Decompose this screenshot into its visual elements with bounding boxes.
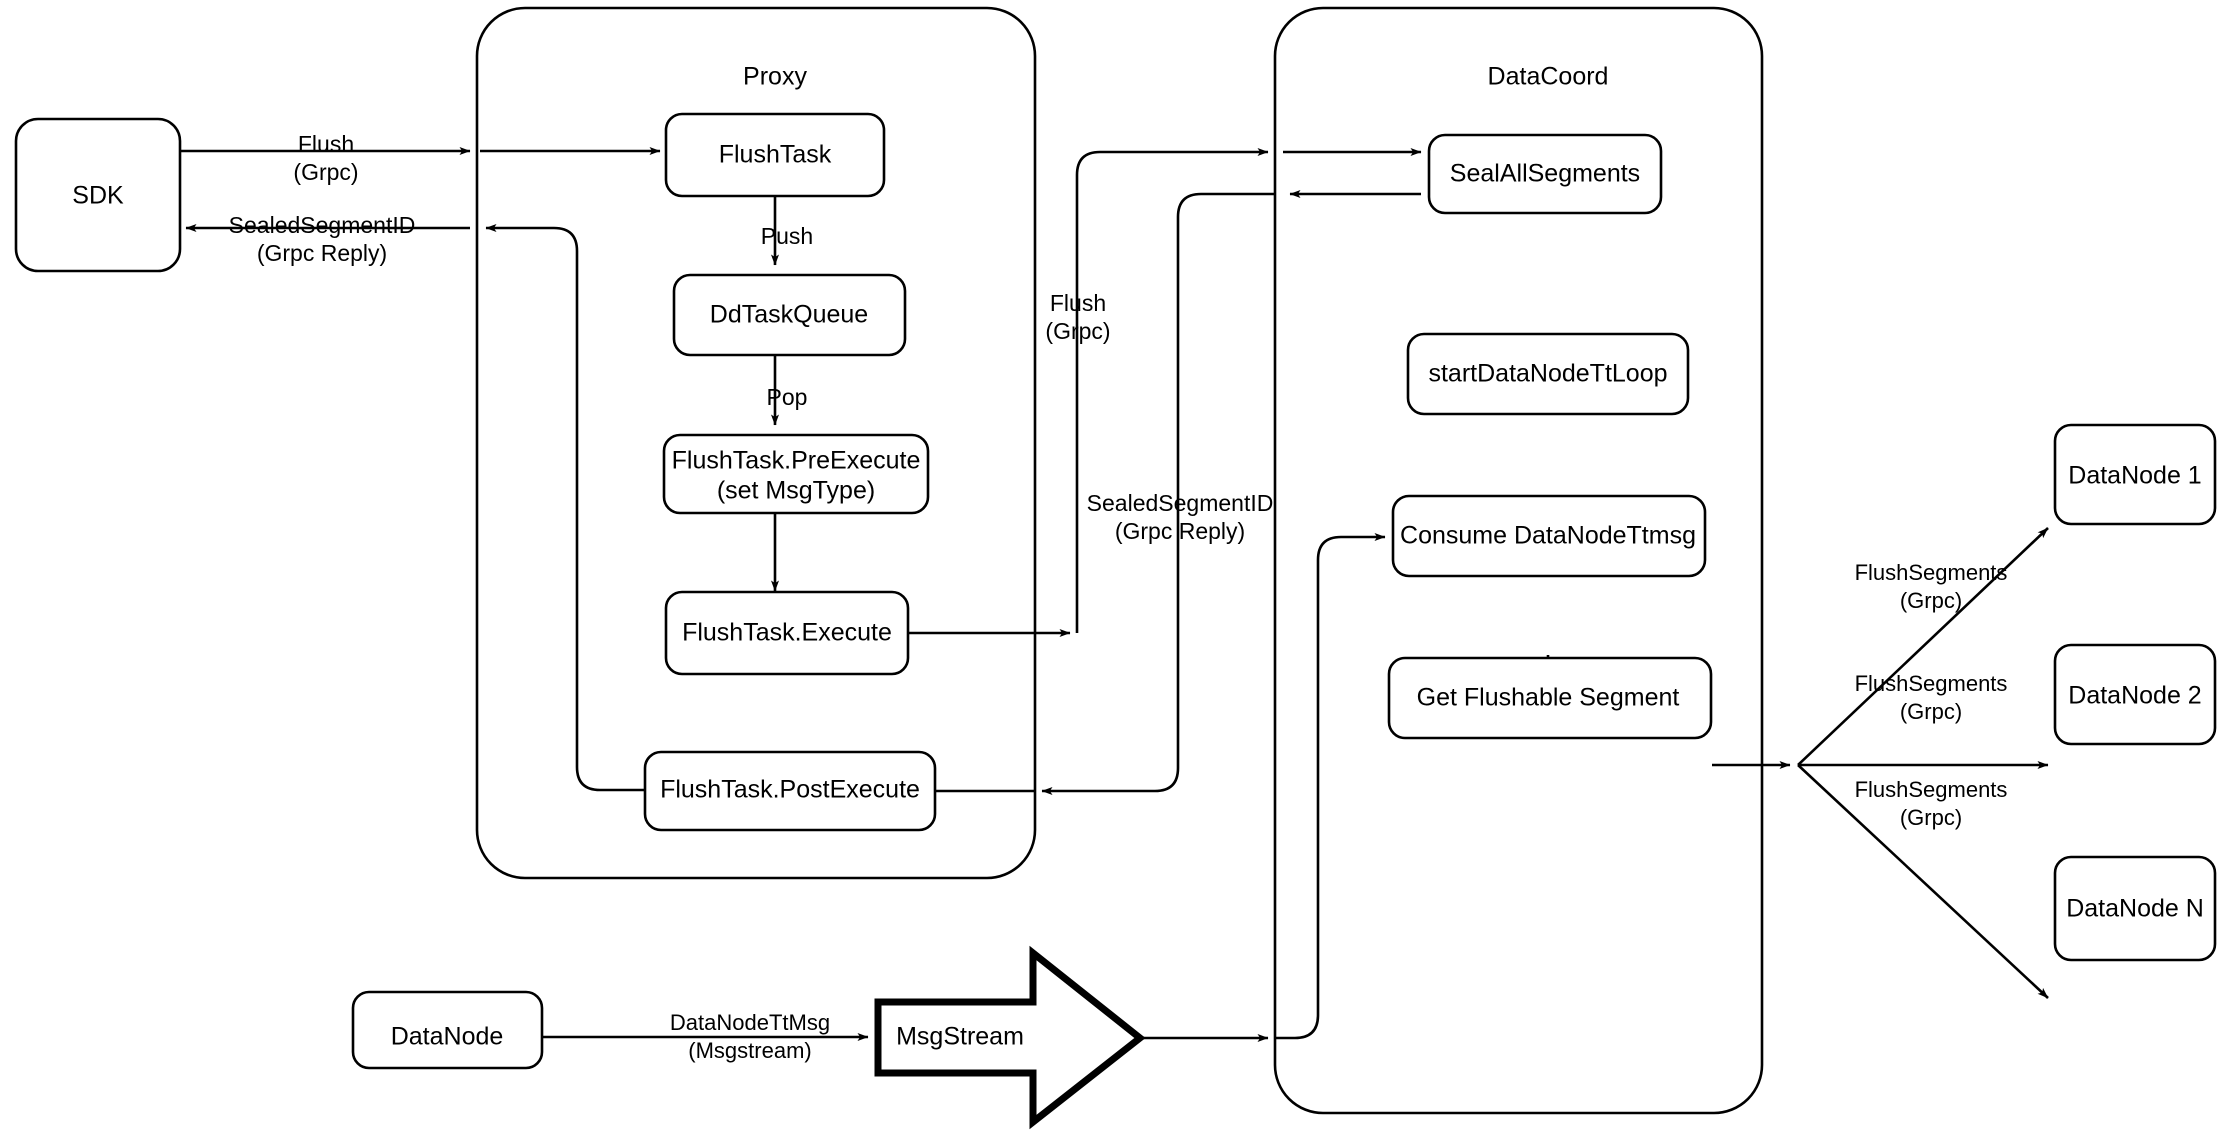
datanode-n-label: DataNode N (2066, 895, 2204, 923)
edge-junction-to-datanoden (1797, 764, 2049, 999)
node-start-datanode-ttloop[interactable]: startDataNodeTtLoop (1406, 332, 1690, 416)
edge-label-flushsegments3-line2: (Grpc) (1900, 805, 1962, 830)
node-datanode-2[interactable]: DataNode 2 (2053, 643, 2217, 746)
datanode-2-label: DataNode 2 (2068, 682, 2201, 710)
edge-label-ttmsg-line2: (Msgstream) (688, 1038, 811, 1063)
edge-label-sdk-reply-line1: SealedSegmentID (229, 212, 416, 238)
proxy-group-label: Proxy (743, 63, 807, 91)
flush-task-box[interactable] (664, 112, 886, 198)
edge-label-flushsegments2-line1: FlushSegments (1855, 671, 2008, 696)
node-datanode-producer[interactable]: DataNode (351, 990, 544, 1070)
sdk-label: SDK (72, 182, 124, 210)
edge-label-flushsegments2-line2: (Grpc) (1900, 699, 1962, 724)
node-flushtask-execute[interactable]: FlushTask.Execute (664, 590, 910, 676)
get-flushable-segment-box[interactable] (1387, 656, 1713, 740)
datacoord-group-label: DataCoord (1488, 63, 1609, 91)
node-datanode-n[interactable]: DataNode N (2053, 855, 2217, 962)
seal-all-segments-label: SealAllSegments (1450, 160, 1640, 188)
node-datanode-1[interactable]: DataNode 1 (2053, 423, 2217, 526)
node-flush-task[interactable]: FlushTask (664, 112, 886, 198)
datanode-2-box[interactable] (2053, 643, 2217, 746)
edge-junction-to-datanode1 (1797, 527, 2049, 766)
preexecute-box[interactable] (662, 433, 930, 515)
edge-label-flushsegments1-line1: FlushSegments (1855, 560, 2008, 585)
start-datanode-ttloop-box[interactable] (1406, 332, 1690, 416)
dd-task-queue-box[interactable] (672, 273, 907, 357)
start-datanode-ttloop-label: startDataNodeTtLoop (1428, 360, 1667, 388)
edge-flush-grpc-riser (1075, 148, 1269, 633)
preexecute-label-line2: (set MsgType) (717, 477, 875, 505)
sdk-box[interactable] (14, 117, 182, 273)
execute-label: FlushTask.Execute (682, 619, 892, 647)
consume-datanode-ttmsg-box[interactable] (1391, 494, 1707, 578)
execute-box[interactable] (664, 590, 910, 676)
edge-label-flushsegments1-line2: (Grpc) (1900, 588, 1962, 613)
edge-label-sdk-flush-line2: (Grpc) (293, 159, 358, 185)
edge-label-flushsegments3-line1: FlushSegments (1855, 777, 2008, 802)
node-consume-datanode-ttmsg[interactable]: Consume DataNodeTtmsg (1391, 494, 1707, 578)
edge-label-ttmsg-line1: DataNodeTtMsg (670, 1010, 830, 1035)
edge-label-sdk-reply-line2: (Grpc Reply) (257, 240, 387, 266)
preexecute-label-line1: FlushTask.PreExecute (672, 447, 921, 475)
edge-postexecute-return (485, 224, 645, 792)
seal-all-segments-box[interactable] (1427, 133, 1663, 215)
edge-datacoord-ttmsg-riser (1275, 533, 1386, 1040)
datanode-producer-box[interactable] (351, 990, 544, 1070)
get-flushable-segment-label: Get Flushable Segment (1417, 684, 1680, 712)
edge-label-proxy-reply-line1: SealedSegmentID (1087, 490, 1274, 516)
edge-label-push: Push (761, 223, 813, 249)
edge-label-proxy-flush-line1: Flush (1050, 290, 1106, 316)
datanode-1-box[interactable] (2053, 423, 2217, 526)
node-flushtask-postexecute[interactable]: FlushTask.PostExecute (643, 750, 937, 832)
postexecute-label: FlushTask.PostExecute (660, 776, 920, 804)
datacoord-container-outline (1273, 6, 1764, 1115)
group-proxy: Proxy (475, 6, 1037, 880)
proxy-container-outline (475, 6, 1037, 880)
node-flushtask-preexecute[interactable]: FlushTask.PreExecute (set MsgType) (662, 433, 930, 515)
flush-task-label: FlushTask (719, 141, 832, 169)
edge-sealedsegmentid-reply-descent (1041, 192, 1275, 795)
msgstream-arrow-shape[interactable] (874, 945, 1146, 1130)
node-sdk[interactable]: SDK (14, 117, 182, 273)
edge-label-pop: Pop (767, 384, 808, 410)
consume-datanode-ttmsg-label: Consume DataNodeTtmsg (1400, 522, 1696, 550)
datanode-n-box[interactable] (2053, 855, 2217, 962)
edge-label-sdk-flush-line1: Flush (298, 131, 354, 157)
edge-label-proxy-reply-line2: (Grpc Reply) (1115, 518, 1245, 544)
datanode-producer-label: DataNode (391, 1023, 504, 1051)
node-get-flushable-segment[interactable]: Get Flushable Segment (1387, 656, 1713, 740)
dd-task-queue-label: DdTaskQueue (710, 301, 868, 329)
msgstream-label: MsgStream (896, 1023, 1024, 1051)
node-msgstream[interactable]: MsgStream (874, 945, 1146, 1130)
datanode-1-label: DataNode 1 (2068, 462, 2201, 490)
edge-label-proxy-flush-line2: (Grpc) (1045, 318, 1110, 344)
group-datacoord: DataCoord (1273, 6, 1764, 1115)
node-seal-all-segments[interactable]: SealAllSegments (1427, 133, 1663, 215)
node-dd-task-queue[interactable]: DdTaskQueue (672, 273, 907, 357)
postexecute-box[interactable] (643, 750, 937, 832)
